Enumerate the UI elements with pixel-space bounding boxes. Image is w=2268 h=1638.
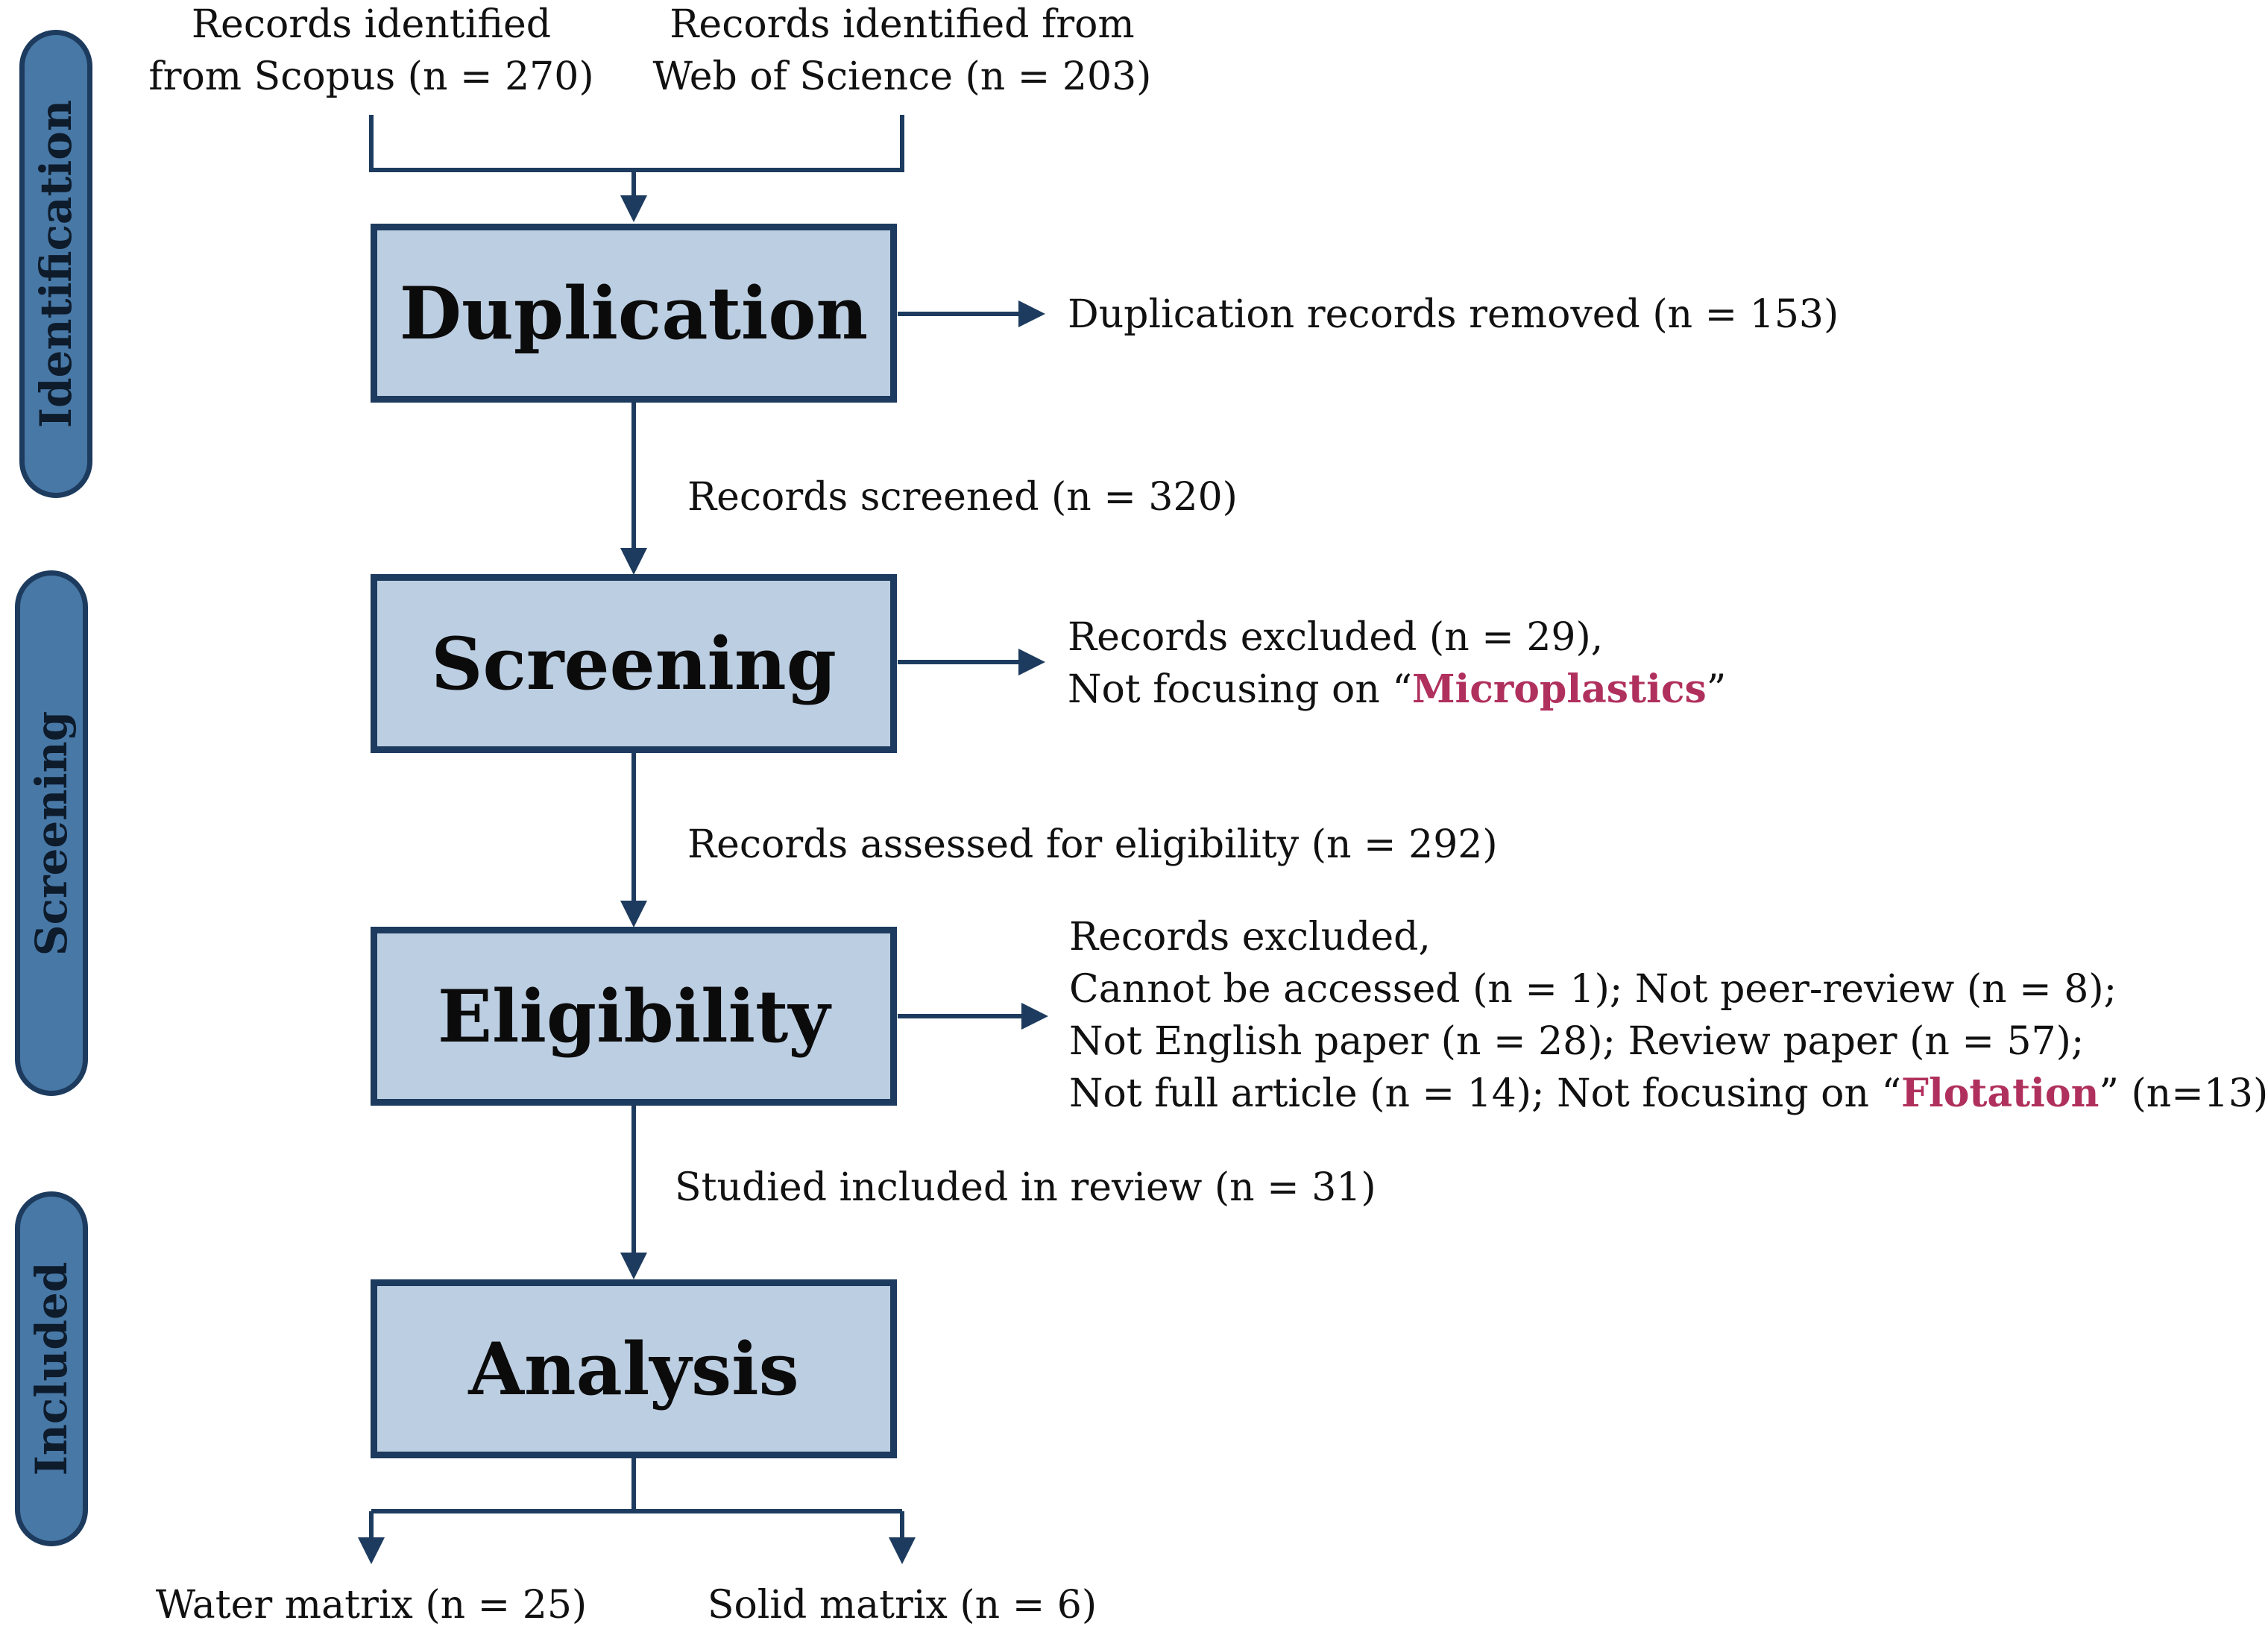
exclusion-eligibility-line4: Not full article (n = 14); Not focusing … xyxy=(1069,1068,2268,1120)
merge-connector xyxy=(369,115,904,172)
source-scopus-line1: Records identified xyxy=(191,2,552,47)
phase-screening-label: Screening xyxy=(26,711,77,956)
exclusion-eligibility-suffix: ” (n=13) xyxy=(2099,1071,2268,1116)
exclusion-eligibility-line1: Records excluded, xyxy=(1069,915,1431,960)
stage-screening: Screening xyxy=(371,574,897,753)
stage-analysis-title: Analysis xyxy=(468,1326,799,1411)
exclusion-eligibility-prefix: Not full article (n = 14); Not focusing … xyxy=(1069,1071,1902,1116)
source-scopus: Records identified from Scopus (n = 270) xyxy=(148,0,595,103)
exclusion-screening-line1: Records excluded (n = 29), xyxy=(1068,615,1604,660)
stage-duplication: Duplication xyxy=(371,224,897,403)
phase-screening: Screening xyxy=(15,570,88,1096)
exclusion-duplication: Duplication records removed (n = 153) xyxy=(1068,292,1839,337)
exclusion-screening: Records excluded (n = 29), Not focusing … xyxy=(1068,611,1726,716)
highlight-microplastics: Microplastics xyxy=(1411,667,1707,712)
phase-identification-label: Identification xyxy=(31,99,81,429)
output-water-matrix: Water matrix (n = 25) xyxy=(155,1583,588,1628)
stage-eligibility: Eligibility xyxy=(371,927,897,1106)
flow-records-screened: Records screened (n = 320) xyxy=(687,475,1238,520)
exclusion-screening-prefix: Not focusing on “ xyxy=(1068,667,1412,712)
phase-included-label: Included xyxy=(26,1261,77,1476)
source-wos-line2: Web of Science (n = 203) xyxy=(652,54,1152,99)
source-web-of-science: Records identified from Web of Science (… xyxy=(649,0,1156,103)
exclusion-screening-suffix: ” xyxy=(1706,667,1727,712)
output-solid-matrix: Solid matrix (n = 6) xyxy=(707,1583,1097,1628)
flow-studies-included: Studied included in review (n = 31) xyxy=(675,1165,1376,1210)
stage-duplication-title: Duplication xyxy=(399,271,869,356)
stage-analysis: Analysis xyxy=(371,1279,897,1458)
stage-eligibility-title: Eligibility xyxy=(437,974,831,1059)
prisma-flow-diagram: Identification Screening Included Record… xyxy=(15,0,2268,1628)
source-scopus-line2: from Scopus (n = 270) xyxy=(148,54,594,99)
exclusion-screening-line2: Not focusing on “Microplastics” xyxy=(1068,664,1726,716)
highlight-flotation: Flotation xyxy=(1901,1071,2100,1116)
source-wos-line1: Records identified from xyxy=(670,2,1135,47)
exclusion-eligibility-line2: Cannot be accessed (n = 1); Not peer-rev… xyxy=(1069,967,2117,1012)
phase-included: Included xyxy=(15,1191,88,1546)
connector-lines xyxy=(358,115,1048,1564)
flow-records-assessed: Records assessed for eligibility (n = 29… xyxy=(687,822,1498,867)
phase-identification: Identification xyxy=(19,30,92,498)
exclusion-eligibility-line3: Not English paper (n = 28); Review paper… xyxy=(1069,1019,2085,1064)
exclusion-eligibility: Records excluded, Cannot be accessed (n … xyxy=(1069,911,2268,1120)
stage-screening-title: Screening xyxy=(431,621,837,706)
